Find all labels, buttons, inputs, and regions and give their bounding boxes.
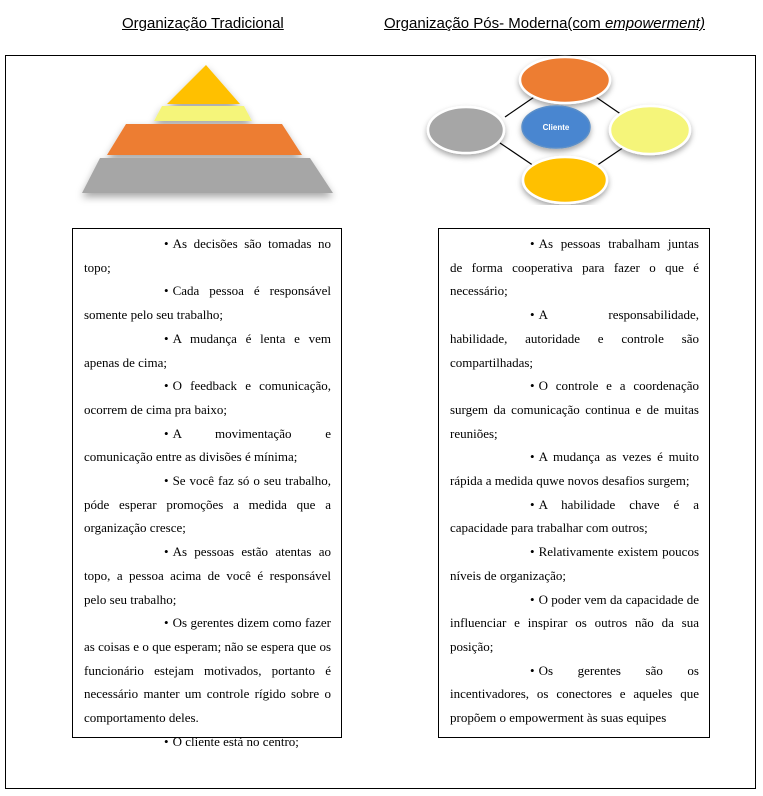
client-diagram: Cliente <box>426 55 692 205</box>
list-item: •O cliente está no centro; <box>84 730 331 754</box>
list-item: •As pessoas trabalham juntas de forma co… <box>450 232 699 303</box>
list-item-text: As decisões são tomadas no topo; <box>84 236 331 275</box>
list-item-text: A responsabilidade, habilidade, autorida… <box>450 307 699 370</box>
list-item: •Cada pessoa é responsável somente pelo … <box>84 279 331 326</box>
bullet-icon: • <box>530 496 535 512</box>
list-item: •Os gerentes dizem como fazer as coisas … <box>84 611 331 730</box>
list-item-text: O poder vem da capacidade de influenciar… <box>450 591 699 654</box>
list-item-text: A habilidade chave é a capacidade para t… <box>450 496 699 536</box>
pyramid-level-base <box>82 158 333 193</box>
list-item: •Relativamente existem poucos níveis de … <box>450 540 699 587</box>
top-node-ellipse <box>518 55 612 105</box>
right-heading: Organização Pós- Moderna(com empowerment… <box>384 15 705 32</box>
list-item: •A habilidade chave é a capacidade para … <box>450 493 699 540</box>
center-node-ellipse <box>521 105 591 149</box>
list-item: •Os gerentes são os incentivadores, os c… <box>450 659 699 730</box>
list-item: •A movimentação e comunicação entre as d… <box>84 422 331 469</box>
bullet-icon: • <box>164 378 169 394</box>
bottom-node-ellipse <box>521 155 609 205</box>
left-heading: Organização Tradicional <box>122 15 284 32</box>
list-item-text: O feedback e comunicação, ocorrem de cim… <box>84 378 331 417</box>
bullet-icon: • <box>164 615 169 631</box>
list-item: •A responsabilidade, habilidade, autorid… <box>450 303 699 374</box>
list-item-text: As pessoas estão atentas ao topo, a pess… <box>84 544 331 607</box>
list-item-text: A mudança as vezes é muito rápida a medi… <box>450 449 699 489</box>
pyramid-level-3 <box>107 124 302 155</box>
list-item: •Se você faz só o seu trabalho, póde esp… <box>84 469 331 540</box>
list-item-text: A mudança é lenta e vem apenas de cima; <box>84 330 331 370</box>
postmodern-list-box: •As pessoas trabalham juntas de forma co… <box>438 228 710 738</box>
pyramid-level-2 <box>154 106 252 121</box>
bullet-icon: • <box>530 662 535 678</box>
bullet-icon: • <box>164 544 169 560</box>
bullet-icon: • <box>164 283 169 299</box>
right-heading-main: Organização Pós- Moderna(com <box>384 15 605 32</box>
center-node-label: Cliente <box>543 123 570 132</box>
pyramid-diagram <box>82 65 333 193</box>
bullet-icon: • <box>530 449 535 465</box>
list-item-text: O cliente está no centro; <box>172 733 299 749</box>
list-item: •As decisões são tomadas no topo; <box>84 232 331 279</box>
list-item-text: Os gerentes dizem como fazer as coisas e… <box>84 615 331 726</box>
bullet-icon: • <box>164 425 169 441</box>
outer-frame <box>5 55 756 789</box>
bullet-icon: • <box>164 330 169 346</box>
list-item-text: Relativamente existem poucos níveis de o… <box>450 544 699 583</box>
list-item: •As pessoas estão atentas ao topo, a pes… <box>84 540 331 611</box>
list-item: •O controle e a coordenação surgem da co… <box>450 374 699 445</box>
left-node-ellipse <box>426 105 506 155</box>
list-item: •O poder vem da capacidade de influencia… <box>450 588 699 659</box>
list-item-text: O controle e a coordenação surgem da com… <box>450 378 699 441</box>
list-item-text: Se você faz só o seu trabalho, póde espe… <box>84 473 331 536</box>
bullet-icon: • <box>530 591 535 607</box>
bullet-icon: • <box>530 307 535 323</box>
bullet-icon: • <box>530 378 535 394</box>
list-item-text: A movimentação e comunicação entre as di… <box>84 425 331 465</box>
list-item: •A mudança é lenta e vem apenas de cima; <box>84 327 331 374</box>
list-item: •O feedback e comunicação, ocorrem de ci… <box>84 374 331 421</box>
bullet-icon: • <box>530 544 535 560</box>
bullet-icon: • <box>530 236 535 251</box>
list-item: •A mudança as vezes é muito rápida a med… <box>450 445 699 492</box>
list-item-text: Cada pessoa é responsável somente pelo s… <box>84 283 331 323</box>
list-item-text: As pessoas trabalham juntas de forma coo… <box>450 236 699 299</box>
right-heading-italic: empowerment) <box>604 15 705 32</box>
traditional-list-box: •As decisões são tomadas no topo;•Cada p… <box>72 228 342 749</box>
bullet-icon: • <box>164 733 169 749</box>
pyramid-level-top <box>167 65 240 104</box>
list-item-text: Os gerentes são os incentivadores, os co… <box>450 662 699 726</box>
bullet-icon: • <box>164 236 169 251</box>
bullet-icon: • <box>164 473 169 489</box>
right-node-ellipse <box>608 104 692 156</box>
